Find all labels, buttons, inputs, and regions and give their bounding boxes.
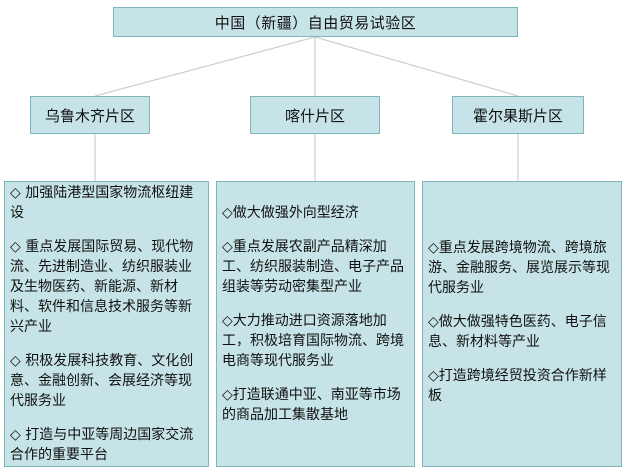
connector-line-1 (94, 36, 316, 97)
panel-kashgar-item-1: ◇做大做强外向型经济 (222, 205, 359, 221)
panel-kashgar-item-4: ◇打造联通中亚、南亚等市场的商品加工集散基地 (222, 387, 401, 423)
zone-name-urumqi: 乌鲁木齐片区 (44, 106, 135, 125)
zone-box-urumqi: 乌鲁木齐片区 (30, 96, 150, 134)
panel-urumqi-item-1: ◇ 加强陆港型国家物流枢纽建设 (10, 185, 194, 221)
panel-urumqi: ◇ 加强陆港型国家物流枢纽建设 ◇ 重点发展国际贸易、现代物流、先进制造业、纺织… (4, 181, 209, 467)
title-box: 中国（新疆）自由贸易试验区 (113, 7, 518, 37)
zone-box-horgos: 霍尔果斯片区 (452, 96, 584, 134)
panel-horgos-item-1: ◇重点发展跨境物流、跨境旅游、金融服务、展览展示等现代服务业 (428, 240, 610, 296)
panel-horgos: ◇重点发展跨境物流、跨境旅游、金融服务、展览展示等现代服务业 ◇做大做强特色医药… (422, 181, 622, 467)
panel-horgos-item-3: ◇打造跨境经贸投资合作新样板 (428, 368, 607, 404)
zone-box-kashgar: 喀什片区 (250, 96, 380, 134)
connector-line-3 (314, 36, 519, 97)
panel-kashgar-item-3: ◇大力推动进口资源落地加工，积极培育国际物流、跨境电商等现代服务业 (222, 313, 404, 369)
title-text: 中国（新疆）自由贸易试验区 (214, 13, 417, 32)
panel-kashgar-item-2: ◇重点发展农副产品精深加工、纺织服装制造、电子产品组装等劳动密集型产业 (222, 239, 404, 295)
panel-urumqi-item-2: ◇ 重点发展国际贸易、现代物流、先进制造业、纺织服装业及生物医药、新能源、新材料… (10, 239, 194, 335)
panel-kashgar: ◇做大做强外向型经济 ◇重点发展农副产品精深加工、纺织服装制造、电子产品组装等劳… (216, 181, 415, 467)
zone-name-horgos: 霍尔果斯片区 (472, 106, 563, 125)
panel-urumqi-item-4: ◇ 打造与中亚等周边国家交流合作的重要平台 (10, 427, 194, 463)
panel-urumqi-item-3: ◇ 积极发展科技教育、文化创意、金融创新、会展经济等现代服务业 (10, 353, 194, 409)
zone-name-kashgar: 喀什片区 (284, 106, 345, 125)
panel-horgos-item-2: ◇做大做强特色医药、电子信息、新材料等产业 (428, 314, 607, 350)
